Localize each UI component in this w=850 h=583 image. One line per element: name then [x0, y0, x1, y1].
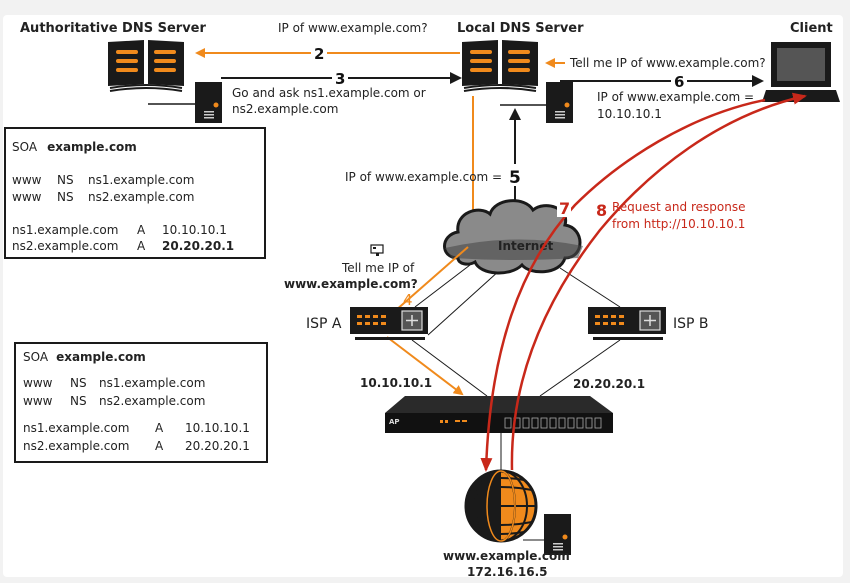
svg-text:A: A — [155, 421, 164, 435]
svg-text:ns2.example.com: ns2.example.com — [99, 394, 205, 408]
step-3-number: 3 — [335, 70, 345, 88]
message-icon — [370, 244, 384, 256]
svg-text:A: A — [137, 239, 146, 253]
svg-text:NS: NS — [70, 376, 87, 390]
arrow-isp-to-lb — [386, 336, 464, 396]
step-5-text: IP of www.example.com = — [345, 170, 502, 184]
step-4-text-line1: Tell me IP of — [341, 261, 415, 275]
step-6-number: 6 — [674, 73, 684, 91]
svg-text:ns2.example.com: ns2.example.com — [88, 190, 194, 204]
step-6-text-line2: 10.10.10.1 — [597, 107, 662, 121]
globe-icon — [464, 469, 538, 543]
svg-text:ns2.example.com: ns2.example.com — [23, 439, 129, 453]
step-1-text: Tell me IP of www.example.com? — [569, 56, 766, 70]
laptop-icon — [762, 42, 840, 102]
svg-text:www: www — [23, 376, 53, 390]
isp-b-ip: 20.20.20.1 — [573, 377, 645, 391]
svg-text:ns2.example.com: ns2.example.com — [12, 239, 118, 253]
step-4-text-line2: www.example.com? — [284, 277, 418, 291]
step-7-number: 7 — [559, 199, 570, 218]
svg-text:20.20.20.1: 20.20.20.1 — [162, 239, 234, 253]
step-6-text-line1: IP of www.example.com = — [597, 90, 754, 104]
svg-text:NS: NS — [57, 190, 74, 204]
load-balancer-icon: AP — [385, 396, 613, 433]
web-host-label: www.example.com — [443, 549, 570, 563]
step-2-text: IP of www.example.com? — [278, 21, 428, 35]
step-3-text-line2: ns2.example.com — [232, 102, 338, 116]
svg-text:A: A — [155, 439, 164, 453]
svg-text:NS: NS — [57, 173, 74, 187]
svg-text:ns1.example.com: ns1.example.com — [12, 223, 118, 237]
step-8-text-line2: from http://10.10.10.1 — [612, 217, 745, 231]
local-dns-title: Local DNS Server — [457, 21, 584, 36]
step-5-number: 5 — [509, 168, 521, 188]
svg-text:ns1.example.com: ns1.example.com — [88, 173, 194, 187]
client-title: Client — [790, 21, 833, 36]
server-tower-icon — [546, 82, 573, 123]
web-ip-label: 172.16.16.5 — [467, 565, 547, 579]
internet-label: Internet — [498, 239, 553, 253]
isp-a-label: ISP A — [306, 316, 342, 332]
svg-text:NS: NS — [70, 394, 87, 408]
step-2-number: 2 — [314, 45, 324, 63]
isp-a-ip: 10.10.10.1 — [360, 376, 432, 390]
step-8-number: 8 — [596, 201, 607, 220]
svg-text:ns1.example.com: ns1.example.com — [99, 376, 205, 390]
step-4-number: 4 — [403, 291, 413, 309]
step-3-text-line1: Go and ask ns1.example.com or — [232, 86, 426, 100]
svg-text:20.20.20.1: 20.20.20.1 — [185, 439, 250, 453]
svg-text:10.10.10.1: 10.10.10.1 — [185, 421, 250, 435]
svg-text:www: www — [12, 173, 42, 187]
svg-text:AP: AP — [389, 418, 400, 426]
server-tower-icon — [195, 82, 222, 123]
isp-b-label: ISP B — [673, 316, 709, 332]
svg-text:ns1.example.com: ns1.example.com — [23, 421, 129, 435]
svg-text:10.10.10.1: 10.10.10.1 — [162, 223, 227, 237]
arrow-step-8 — [510, 92, 807, 471]
svg-text:www: www — [23, 394, 53, 408]
cloud-icon — [443, 199, 583, 275]
authoritative-dns-title: Authoritative DNS Server — [20, 21, 206, 36]
svg-text:www: www — [12, 190, 42, 204]
arrow-step-4 — [386, 246, 469, 319]
svg-text:A: A — [137, 223, 146, 237]
step-8-text-line1: Request and response — [612, 200, 745, 214]
